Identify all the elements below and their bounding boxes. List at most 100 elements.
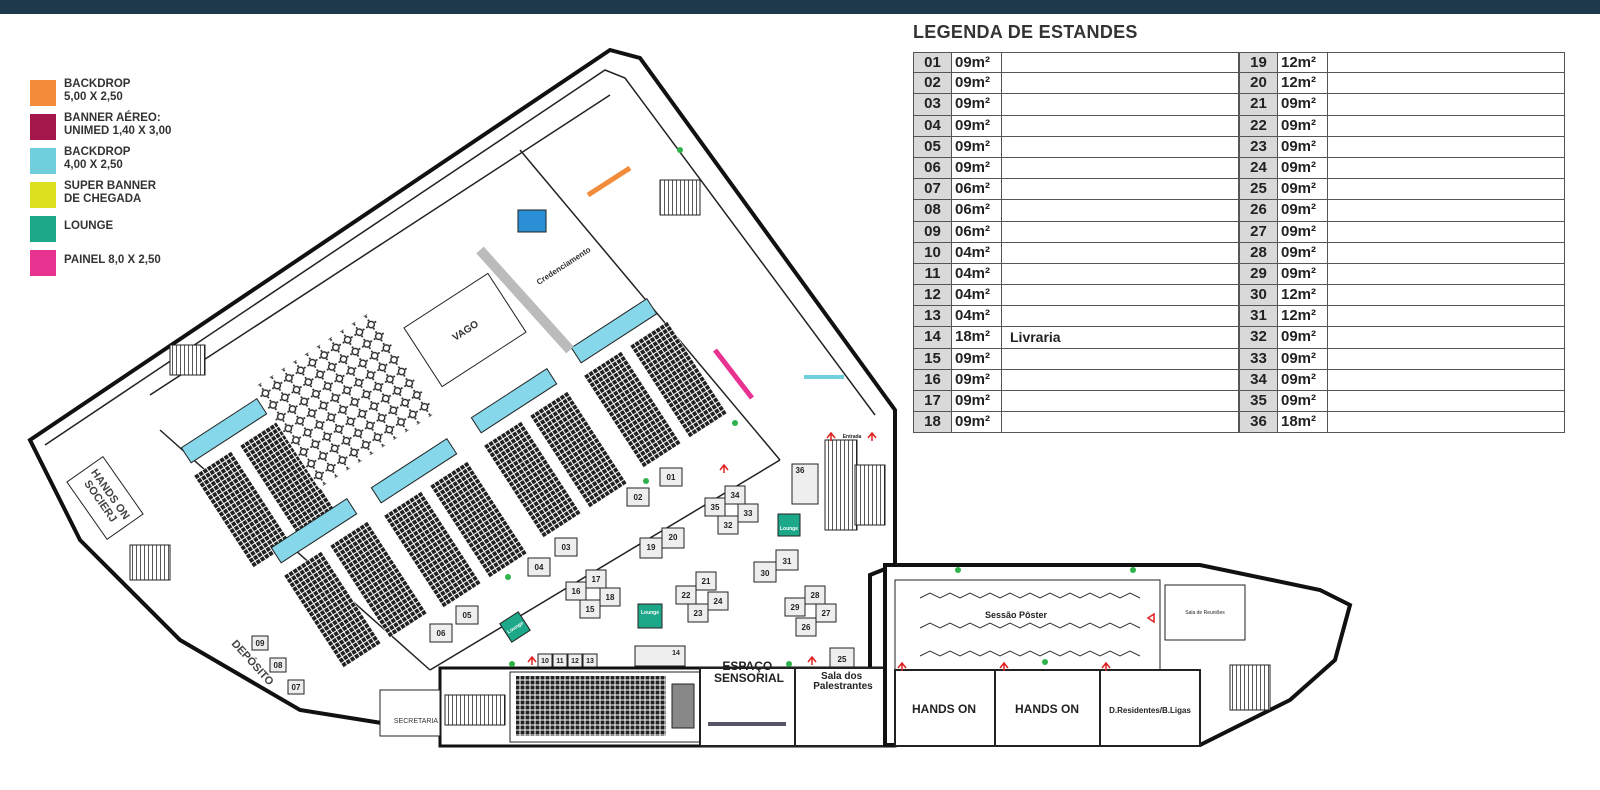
stand-34: 34 (724, 485, 746, 505)
stand-exhibitor (1328, 158, 1564, 178)
stand-size: 09m² (952, 412, 1002, 433)
stand-size: 09m² (952, 53, 1002, 73)
stand-size: 12m² (1278, 53, 1328, 73)
stand-number: 24 (1240, 157, 1278, 179)
espaco-sensorial-line-2: SENSORIAL (714, 671, 784, 685)
stand-number: 05 (914, 136, 952, 157)
stand-04: 04 (527, 557, 551, 577)
residentes-label: D.Residentes/B.Ligas (1109, 706, 1191, 715)
stand-number: 22 (1240, 115, 1278, 136)
stand-label: 20 (669, 533, 678, 542)
auditorium-5 (570, 298, 728, 468)
legend-label: SUPER BANNER DE CHEGADA (64, 180, 157, 205)
stand-label: 30 (761, 569, 770, 578)
legend-label: LOUNGE (64, 220, 114, 232)
stand-size: 12m² (1278, 285, 1328, 306)
stand-size: 09m² (952, 73, 1002, 94)
stand-number: 02 (914, 73, 952, 94)
vago-area: VAGO (403, 272, 527, 388)
stand-24: 24 (707, 591, 729, 611)
auditorium-4 (470, 368, 628, 538)
stand-label: 11 (556, 658, 564, 665)
stand-03: 03 (554, 537, 578, 557)
stand-exhibitor (1328, 327, 1564, 347)
stairs (854, 464, 886, 526)
stand-size: 09m² (1278, 391, 1328, 412)
stand-size: 09m² (952, 136, 1002, 157)
legend-swatch (30, 216, 56, 242)
stand-size: 18m² (1278, 412, 1328, 433)
stand-number: 20 (1240, 73, 1278, 94)
stand-table-title: LEGENDA DE ESTANDES (913, 22, 1138, 42)
espaco-sensorial-line-1: ESPAÇO (722, 659, 772, 673)
stand-number: 11 (914, 263, 952, 285)
stand-label: 21 (702, 577, 711, 586)
stand-size: 09m² (1278, 179, 1328, 200)
legend-swatch (30, 250, 56, 276)
stand-size: 09m² (1278, 327, 1328, 348)
stand-size: 12m² (1278, 306, 1328, 327)
stand-number: 36 (1240, 412, 1278, 433)
stand-label: 10 (541, 658, 549, 665)
stand-exhibitor (1328, 412, 1564, 432)
stand-07: 07 (287, 679, 305, 695)
stand-size: 09m² (1278, 348, 1328, 369)
stand-number: 15 (914, 348, 952, 369)
stand-exhibitor: Livraria (1010, 329, 1061, 346)
stand-14: 14 (634, 645, 686, 667)
stand-19: 19 (639, 537, 663, 559)
stand-number: 26 (1240, 200, 1278, 221)
legend-label: BACKDROP 4,00 X 2,50 (64, 146, 131, 171)
stand-exhibitor (1328, 391, 1564, 411)
entrada-label: Entrada (843, 434, 862, 440)
stand-06: 06 (429, 623, 453, 643)
stand-number: 13 (914, 306, 952, 327)
stand-02: 02 (626, 487, 650, 507)
top-bar (0, 0, 1600, 14)
main-hall (27, 47, 897, 747)
stand-29: 29 (784, 597, 806, 617)
lounge-label: Lounge (780, 526, 798, 532)
stand-label: 17 (592, 575, 601, 584)
legend-swatch (30, 182, 56, 208)
legend-label: PAINEL 8,0 X 2,50 (64, 254, 161, 266)
stand-size: 09m² (952, 369, 1002, 390)
exit-arrows (527, 431, 1155, 671)
stand-11: 11 (552, 653, 568, 668)
stand-25: 25 (829, 647, 855, 669)
stand-size: 12m² (1278, 73, 1328, 94)
stand-32: 32 (717, 515, 739, 535)
stand-exhibitor (1328, 53, 1564, 72)
stand-size: 09m² (1278, 263, 1328, 285)
stand-number: 14 (914, 327, 952, 348)
stand-exhibitor (1328, 179, 1564, 199)
stairs (169, 344, 206, 376)
stand-size: 09m² (1278, 94, 1328, 115)
bottom-rooms (379, 666, 897, 748)
stand-exhibitor (1002, 158, 1238, 178)
stand-number: 35 (1240, 391, 1278, 412)
stand-label: 27 (822, 609, 831, 618)
stand-exhibitor (1002, 349, 1238, 369)
stand-number: 34 (1240, 369, 1278, 390)
hands-on-1-label: HANDS ON (912, 702, 976, 716)
ramp (476, 246, 574, 354)
stand-label: 22 (682, 591, 691, 600)
stand-exhibitor (1002, 285, 1238, 305)
